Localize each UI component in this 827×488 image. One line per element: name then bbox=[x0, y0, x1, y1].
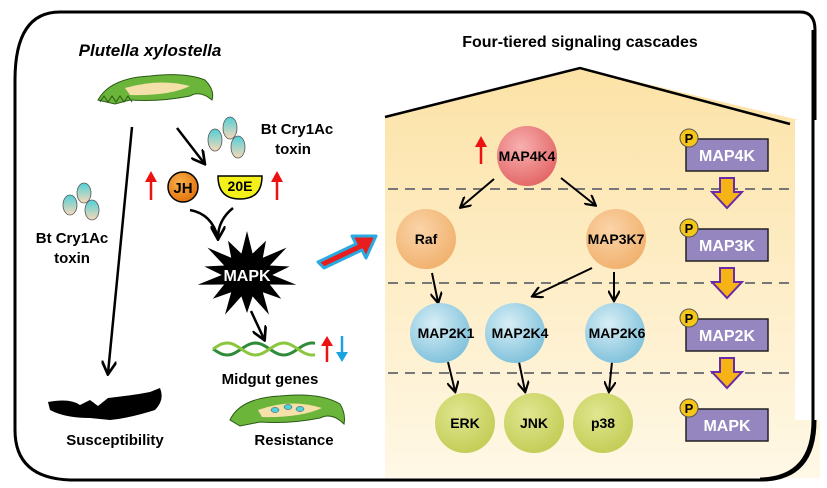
mapk-label: MAPK bbox=[223, 268, 271, 285]
arrow-to-hormones bbox=[176, 127, 204, 163]
arrow-20e-to-mapk bbox=[218, 207, 234, 238]
node-jnk bbox=[504, 393, 564, 453]
node-map3k7 bbox=[586, 209, 646, 269]
node-label-jnk: JNK bbox=[520, 415, 548, 431]
dead-larva-icon bbox=[48, 388, 162, 420]
node-erk bbox=[435, 393, 495, 453]
outer-frame bbox=[13, 10, 817, 482]
tier-legend: MAP4K P MAP3K P MAP2K P MAPK P bbox=[679, 128, 769, 442]
node-raf bbox=[396, 209, 456, 269]
phospho-icon bbox=[679, 308, 699, 328]
cascade-arrows bbox=[432, 177, 614, 391]
down-arrow-icon-genes bbox=[336, 336, 348, 362]
legend-label-map2k: MAP2K bbox=[699, 328, 755, 345]
resistant-larva-icon bbox=[229, 394, 345, 427]
legend-down-arrow-icon bbox=[709, 267, 745, 300]
phospho-icon bbox=[679, 128, 699, 148]
node-map4k4 bbox=[497, 126, 557, 186]
node-map2k4 bbox=[485, 303, 545, 363]
arrow-to-midgut-genes bbox=[249, 310, 264, 339]
up-arrow-icon-jh bbox=[145, 171, 157, 200]
legend-label-mapk: MAPK bbox=[703, 418, 751, 435]
node-label-map4k4: MAP4K4 bbox=[499, 148, 556, 164]
midgut-genes-label: Midgut genes bbox=[222, 371, 319, 388]
node-label-map2k6: MAP2K6 bbox=[589, 325, 646, 341]
susceptibility-label: Susceptibility bbox=[66, 432, 164, 449]
node-label-erk: ERK bbox=[450, 415, 480, 431]
toxin-label-top-1: Bt Cry1Ac bbox=[261, 121, 334, 138]
legend-label-map4k: MAP4K bbox=[699, 148, 755, 165]
node-label-map2k4: MAP2K4 bbox=[492, 325, 549, 341]
phospho-icon bbox=[679, 398, 699, 418]
up-arrow-icon-map4k4 bbox=[475, 136, 487, 164]
phospho-icon bbox=[679, 218, 699, 238]
legend-down-arrow-icon bbox=[709, 177, 745, 210]
bt-toxin-icon-left bbox=[62, 182, 100, 221]
node-label-raf: Raf bbox=[415, 231, 438, 247]
larva-icon bbox=[97, 74, 214, 105]
legend-box-map2k bbox=[685, 318, 769, 352]
node-label-map3k7: MAP3K7 bbox=[588, 231, 645, 247]
legend-box-map4k bbox=[685, 138, 769, 172]
node-map2k1 bbox=[410, 303, 470, 363]
node-p38 bbox=[573, 393, 633, 453]
20e-hormone bbox=[217, 175, 263, 200]
arrow-jh-to-mapk bbox=[189, 208, 220, 239]
legend-down-arrow-icon bbox=[709, 357, 745, 390]
phospho-label: P bbox=[685, 311, 694, 326]
jh-hormone bbox=[167, 171, 199, 203]
jh-label: JH bbox=[173, 180, 192, 197]
toxin-label-left-1: Bt Cry1Ac bbox=[36, 230, 109, 247]
mapk-burst bbox=[197, 231, 297, 315]
toxin-label-left-2: toxin bbox=[54, 250, 90, 267]
node-label-p38: p38 bbox=[591, 415, 615, 431]
arrow-to-susceptibility bbox=[108, 126, 134, 373]
legend-box-mapk bbox=[685, 408, 769, 442]
big-transition-arrow bbox=[316, 234, 378, 270]
cascade-title: Four-tiered signaling cascades bbox=[462, 34, 698, 51]
resistance-label: Resistance bbox=[254, 432, 333, 449]
phospho-label: P bbox=[685, 401, 694, 416]
dna-icon bbox=[212, 341, 316, 357]
toxin-label-top-2: toxin bbox=[275, 141, 311, 158]
species-title: Plutella xylostella bbox=[79, 41, 222, 60]
cascade-roof bbox=[384, 66, 791, 126]
node-map2k6 bbox=[585, 303, 645, 363]
legend-label-map3k: MAP3K bbox=[699, 238, 755, 255]
phospho-label: P bbox=[685, 131, 694, 146]
phospho-label: P bbox=[685, 221, 694, 236]
up-arrow-icon-20e bbox=[271, 171, 283, 200]
20e-label: 20E bbox=[228, 178, 253, 194]
node-label-map2k1: MAP2K1 bbox=[418, 325, 475, 341]
bt-toxin-icon-top bbox=[207, 116, 246, 159]
legend-box-map3k bbox=[685, 228, 769, 262]
up-arrow-icon-genes bbox=[321, 336, 333, 362]
